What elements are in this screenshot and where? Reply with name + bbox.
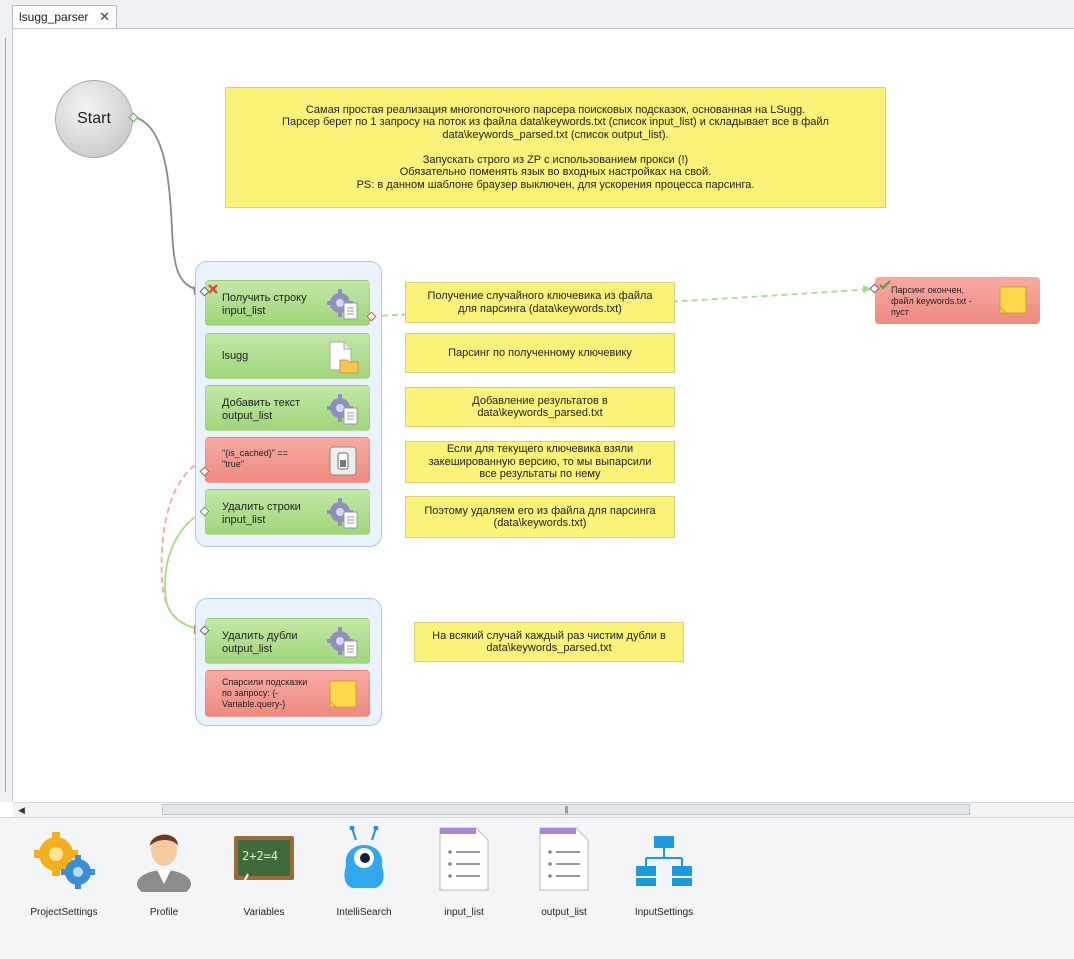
start-connection — [133, 116, 203, 292]
tool-label: InputSettings — [634, 907, 694, 918]
success-check-icon — [879, 280, 891, 290]
tool-intellisearch[interactable]: IntelliSearch — [319, 825, 409, 918]
note-dedupe[interactable]: На всякий случай каждый раз чистим дубли… — [414, 622, 684, 662]
gear-list-icon — [327, 627, 358, 658]
note-text: Если для текущего ключевика взяли закеши… — [428, 443, 652, 481]
scroll-left-arrow-icon[interactable]: ◀ — [18, 805, 25, 815]
tab-strip — [0, 0, 1074, 29]
note-delete-line[interactable]: Поэтому удаляем его из файла для парсинг… — [405, 496, 675, 538]
tool-profile[interactable]: Profile — [119, 826, 209, 918]
tool-label: IntelliSearch — [336, 907, 392, 918]
node-label: Парсинг окончен, файл keywords.txt - пус… — [891, 285, 972, 317]
node-label: "{is_cached}" == "true" — [222, 448, 288, 469]
tool-label: output_list — [541, 907, 587, 918]
svg-text:2+2=4: 2+2=4 — [242, 849, 278, 863]
sticky-note-icon — [329, 680, 357, 708]
tool-label: Profile — [149, 907, 179, 918]
tool-label: ProjectSettings — [30, 907, 98, 918]
node-delete-lines[interactable]: Удалить строки input_list — [205, 489, 370, 535]
node-label: Получить строку input_list — [222, 292, 307, 317]
chalkboard-icon: 2+2=4 — [234, 836, 294, 883]
node-delete-duplicates[interactable]: Удалить дубли output_list — [205, 618, 370, 664]
note-cached[interactable]: Если для текущего ключевика взяли закеши… — [405, 441, 675, 483]
horizontal-scrollbar[interactable]: ◀ ||| — [13, 802, 1074, 817]
next-connection-dedupe — [164, 511, 204, 631]
note-text: Парсинг по полученному ключевику — [448, 346, 632, 359]
end-node-parsing-finished[interactable]: Парсинг окончен, файл keywords.txt - пус… — [875, 277, 1040, 324]
list-document-icon — [539, 827, 589, 891]
tool-input-list[interactable]: input_list — [419, 826, 509, 918]
note-text: Поэтому удаляем его из файла для парсинг… — [424, 504, 656, 530]
error-mark-icon — [208, 284, 218, 294]
sticky-note-icon — [999, 286, 1027, 314]
node-label: Добавить текст output_list — [222, 397, 301, 422]
blue-monster-icon — [344, 825, 384, 888]
start-node[interactable]: Start — [55, 80, 133, 158]
description-text: Самая простая реализация многопоточного … — [282, 103, 829, 191]
tool-variables[interactable]: 2+2=4 Variables — [219, 826, 309, 918]
close-icon[interactable]: ✕ — [99, 9, 110, 24]
node-add-text[interactable]: Добавить текст output_list — [205, 385, 370, 431]
node-get-line[interactable]: Получить строку input_list — [205, 280, 370, 326]
left-sidebar-collapsed[interactable] — [0, 28, 13, 802]
gear-list-icon — [327, 498, 358, 529]
user-profile-icon — [137, 834, 191, 898]
tool-project-settings[interactable]: ProjectSettings — [19, 826, 109, 918]
tool-input-settings[interactable]: InputSettings — [619, 826, 709, 918]
node-lsugg[interactable]: lsugg — [205, 333, 370, 379]
project-tools-panel: ProjectSettings Profile 2+2=4 Variables … — [0, 817, 1074, 959]
node-label: lsugg — [222, 350, 249, 362]
tab-lsugg-parser[interactable]: lsugg_parser ✕ — [12, 5, 117, 28]
note-parsing[interactable]: Парсинг по полученному ключевику — [405, 333, 675, 373]
start-label: Start — [77, 110, 111, 127]
list-document-icon — [439, 827, 489, 891]
node-is-cached-condition[interactable]: "{is_cached}" == "true" — [205, 437, 370, 483]
tool-label: input_list — [444, 907, 484, 918]
grip-icon: ||| — [564, 805, 568, 814]
note-text: Добавление результатов в data\keywords_p… — [472, 394, 608, 420]
note-add-results[interactable]: Добавление результатов в data\keywords_p… — [405, 387, 675, 427]
network-icon — [636, 836, 692, 886]
note-text: На всякий случай каждый раз чистим дубли… — [432, 629, 666, 655]
switch-icon — [329, 446, 357, 476]
gears-icon — [34, 832, 95, 889]
tab-title: lsugg_parser — [19, 10, 89, 24]
scrollbar-thumb[interactable]: ||| — [162, 804, 970, 815]
tool-output-list[interactable]: output_list — [519, 826, 609, 918]
node-label: Удалить дубли output_list — [222, 630, 298, 655]
tool-label: Variables — [243, 907, 285, 918]
gear-list-icon — [327, 289, 358, 320]
note-text: Получение случайного ключевика из файла … — [427, 290, 653, 315]
node-label: Спарсили подсказки по запросу: {- Variab… — [222, 677, 308, 709]
description-note[interactable]: Самая простая реализация многопоточного … — [225, 87, 886, 208]
gear-list-icon — [327, 394, 358, 425]
folder-doc-icon — [329, 341, 359, 374]
note-get-keyword[interactable]: Получение случайного ключевика из файла … — [405, 282, 675, 323]
node-parsed-message[interactable]: Спарсили подсказки по запросу: {- Variab… — [205, 670, 370, 717]
node-label: Удалить строки input_list — [222, 501, 301, 526]
